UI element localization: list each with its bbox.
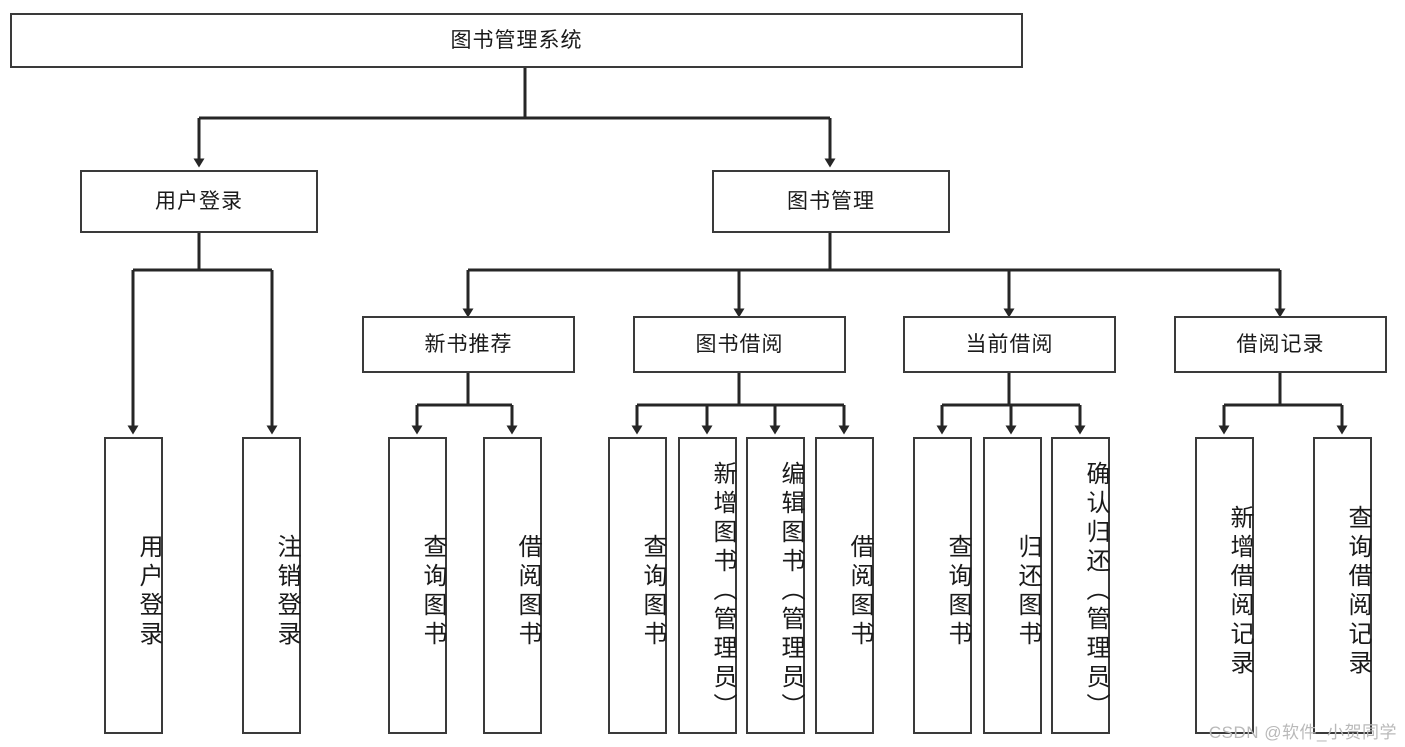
node-current-borrow-label: 当前借阅 — [965, 332, 1054, 356]
node-leaf-borrow-book-2-label: 借阅图书 — [846, 533, 873, 650]
node-leaf-edit-book[interactable]: 编辑图书（管理员） — [746, 437, 805, 734]
node-leaf-borrow-book-2[interactable]: 借阅图书 — [815, 437, 874, 734]
node-new-book-recommend-label: 新书推荐 — [424, 332, 513, 356]
node-book-manage[interactable]: 图书管理 — [712, 170, 950, 233]
node-leaf-query-book-2-label: 查询图书 — [639, 533, 666, 650]
node-leaf-add-record[interactable]: 新增借阅记录 — [1195, 437, 1254, 734]
node-leaf-query-book-2[interactable]: 查询图书 — [608, 437, 667, 734]
node-leaf-return-book-label: 归还图书 — [1014, 533, 1041, 650]
node-leaf-edit-book-label: 编辑图书（管理员） — [777, 461, 804, 722]
node-root[interactable]: 图书管理系统 — [10, 13, 1023, 68]
node-leaf-query-record[interactable]: 查询借阅记录 — [1313, 437, 1372, 734]
watermark-text: CSDN @软件_小贺同学 — [1208, 723, 1397, 742]
node-leaf-confirm-return-label: 确认归还（管理员） — [1082, 461, 1109, 722]
node-borrow-record-label: 借阅记录 — [1236, 332, 1325, 356]
node-leaf-query-book-1-label: 查询图书 — [419, 533, 446, 650]
node-leaf-user-login-label: 用户登录 — [135, 533, 162, 650]
node-leaf-confirm-return[interactable]: 确认归还（管理员） — [1051, 437, 1110, 734]
node-leaf-borrow-book-1[interactable]: 借阅图书 — [483, 437, 542, 734]
node-leaf-add-record-label: 新增借阅记录 — [1226, 504, 1253, 679]
node-user-login-label: 用户登录 — [155, 189, 243, 213]
node-leaf-add-book-label: 新增图书（管理员） — [709, 461, 736, 722]
node-leaf-query-record-label: 查询借阅记录 — [1344, 504, 1371, 679]
node-book-manage-label: 图书管理 — [787, 189, 875, 213]
node-leaf-user-login[interactable]: 用户登录 — [104, 437, 163, 734]
node-current-borrow[interactable]: 当前借阅 — [903, 316, 1116, 373]
node-new-book-recommend[interactable]: 新书推荐 — [362, 316, 575, 373]
node-leaf-logout[interactable]: 注销登录 — [242, 437, 301, 734]
node-leaf-return-book[interactable]: 归还图书 — [983, 437, 1042, 734]
node-borrow-record[interactable]: 借阅记录 — [1174, 316, 1387, 373]
node-leaf-logout-label: 注销登录 — [273, 533, 300, 650]
node-leaf-borrow-book-1-label: 借阅图书 — [514, 533, 541, 650]
node-book-borrow[interactable]: 图书借阅 — [633, 316, 846, 373]
node-book-borrow-label: 图书借阅 — [695, 332, 784, 356]
node-leaf-query-book-1[interactable]: 查询图书 — [388, 437, 447, 734]
node-root-label: 图书管理系统 — [450, 28, 583, 52]
node-leaf-query-book-3-label: 查询图书 — [944, 533, 971, 650]
node-user-login[interactable]: 用户登录 — [80, 170, 318, 233]
node-leaf-add-book[interactable]: 新增图书（管理员） — [678, 437, 737, 734]
node-leaf-query-book-3[interactable]: 查询图书 — [913, 437, 972, 734]
